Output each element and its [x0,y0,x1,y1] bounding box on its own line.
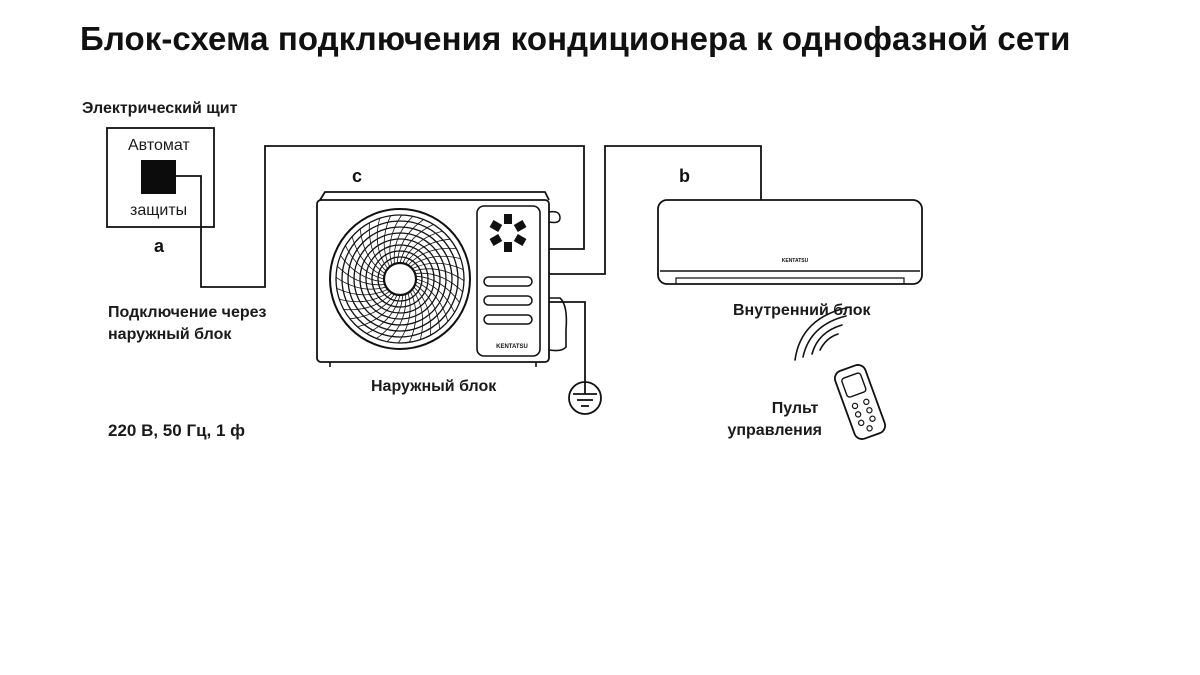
fan-spoke [359,228,386,274]
fan-spoke [343,292,393,311]
fan-spoke [415,275,460,303]
breaker-label-line1: Автомат [128,137,190,154]
fan-spoke [345,245,385,280]
remote-control-icon [834,364,886,440]
fan-spoke [415,281,449,322]
connection-note-line2: наружный блок [108,326,232,343]
outdoor-brand-text: KENTATSU [496,344,528,350]
fan-spoke [411,289,424,340]
fan-spoke [414,272,463,293]
fan-spoke [413,286,432,336]
fan-spoke [415,278,455,313]
fan-spoke [412,262,464,270]
fan-spoke [383,215,391,267]
marker-b: b [679,166,690,186]
diagram-title: Блок-схема подключения кондиционера к од… [80,20,1071,57]
wire-panel-to-outdoor [176,145,585,288]
electrical-panel-box [106,127,215,228]
fan-spoke [410,255,461,268]
indoor-brand-text: KENTATSU [782,258,809,264]
fan-spoke [336,288,388,296]
fan-spoke [339,290,390,303]
fan-spoke [409,291,417,343]
fan-spoke [396,219,424,264]
breaker-label-line2: защиты [130,202,188,219]
outdoor-unit-caption: Наружный блок [371,378,497,395]
fan-spoke [399,224,434,264]
ground-icon [568,381,602,415]
connection-note-line1: Подключение через [108,304,267,321]
fan-spoke [405,238,451,265]
fan-spoke [397,292,411,344]
fan-spoke [368,222,387,272]
fan-spoke [340,255,385,283]
power-spec: 220 В, 50 Гц, 1 ф [108,421,246,440]
breaker-icon [141,160,176,194]
indoor-unit-caption: Внутренний блок [733,302,871,319]
remote-label-line2: управления [727,422,822,439]
fan-spoke [413,268,465,282]
outdoor-unit: KENTATSU [316,191,568,367]
fan-spoke [389,214,403,266]
wireless-signal-icon [794,306,851,361]
fan-grille-icon [329,208,471,350]
panel-heading: Электрический щит [82,100,238,117]
fan-spoke [414,284,441,330]
marker-c: c [352,166,363,186]
fan-spoke [337,265,386,286]
kentatsu-logo-icon [489,214,527,252]
fan-spoke [407,247,457,266]
fan-spoke [376,218,389,269]
fan-spoke [366,294,401,334]
fan-spoke [393,216,414,265]
ground-wire [549,301,586,385]
fan-spoke [357,294,398,328]
wire-outdoor-to-indoor [549,145,762,275]
fan-spoke [351,236,385,277]
indoor-unit: KENTATSU [657,199,923,285]
fan-spoke [376,294,404,339]
fan-spoke [386,293,407,342]
fan-spoke [335,276,387,290]
remote-label-line1: Пульт [771,400,819,417]
fan-spoke [402,230,443,264]
fan-spoke [349,293,395,320]
marker-a: a [154,236,165,256]
